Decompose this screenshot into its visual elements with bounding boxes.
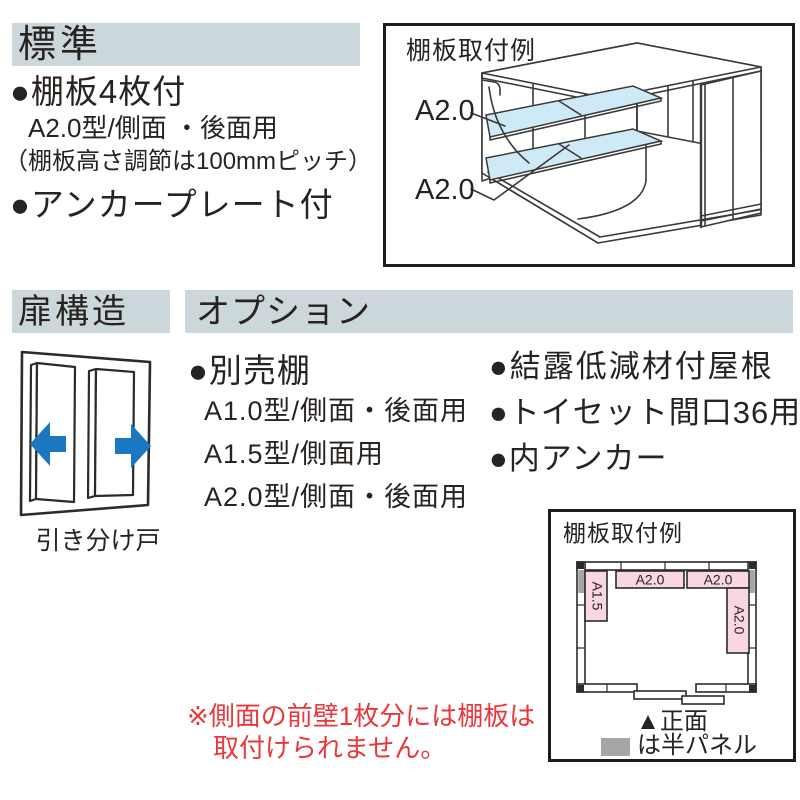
shelf-example-top-title: 棚板取付例 (406, 37, 537, 65)
note-line1: ※側面の前壁1枚分には棚板は (187, 701, 536, 731)
standard-item-shelf-type: A2.0型/側面 ・後面用 (28, 113, 278, 143)
option-shelf-type-a10: A1.0型/側面・後面用 (204, 396, 469, 426)
standard-header-bar: 標準 (12, 23, 360, 66)
option-condensation-roof: ●結露低減材付屋根 (489, 349, 774, 384)
plan-label-a20-top2: A2.0 (704, 572, 733, 588)
plan-label-a20-top1: A2.0 (636, 572, 665, 588)
sliding-door-diagram (19, 350, 152, 517)
door-caption: 引き分け戸 (35, 527, 161, 555)
door-header-bar: 扉構造 (12, 290, 170, 333)
plan-legend-half-panel: は半パネル (637, 732, 757, 759)
option-toi-set: ●トイセット間口36用 (489, 395, 800, 430)
plan-shelf-left (584, 570, 608, 622)
shed-isometric-drawing (470, 42, 762, 244)
shelf-label-upper: A2.0 (415, 95, 475, 127)
options-header-bar: オプション (185, 290, 793, 333)
plan-shelf-top2 (686, 570, 750, 589)
half-panel-left (578, 570, 584, 593)
option-shelf-type-a20: A2.0型/側面・後面用 (204, 482, 469, 512)
half-panel-right (749, 570, 755, 593)
option-inner-anchor: ●内アンカー (489, 441, 668, 476)
door-header-label: 扉構造 (18, 293, 129, 331)
plan-legend-front: ▲正面 (636, 708, 708, 735)
arrow-left-icon (30, 422, 66, 466)
options-header-label: オプション (196, 293, 371, 331)
shelf-example-top-box: 棚板取付例 A2.0 A2.0 (383, 23, 795, 267)
plan-shelf-right (726, 587, 750, 654)
option-shelf-type-a15: A1.5型/側面用 (204, 439, 385, 469)
half-panel-swatch (601, 738, 630, 756)
standard-item-shelf-note: （棚板高さ調節は100mmピッチ） (4, 148, 373, 175)
shelf-boards-lower (485, 128, 664, 184)
plan-label-a20-right: A2.0 (731, 606, 747, 635)
standard-header-label: 標準 (18, 24, 103, 66)
note-line2: 取付けられません。 (213, 733, 447, 763)
plan-label-a15: A1.5 (589, 582, 605, 611)
shelf-label-lower: A2.0 (415, 174, 475, 206)
option-separate-shelf: ●別売棚 (188, 352, 311, 389)
shelf-example-bottom-title: 棚板取付例 (563, 520, 683, 546)
standard-item-shelf: ●棚板4枚付 (10, 73, 187, 110)
shelf-boards-upper (485, 85, 664, 141)
standard-item-anchor: ●アンカープレート付 (10, 186, 334, 223)
plan-shelf-top1 (615, 570, 685, 589)
shelf-example-bottom-box: 棚板取付例 (548, 509, 796, 762)
shelf-floor-plan: A1.5 A2.0 A2.0 A2.0 (576, 561, 757, 705)
arrow-right-icon (115, 424, 151, 468)
